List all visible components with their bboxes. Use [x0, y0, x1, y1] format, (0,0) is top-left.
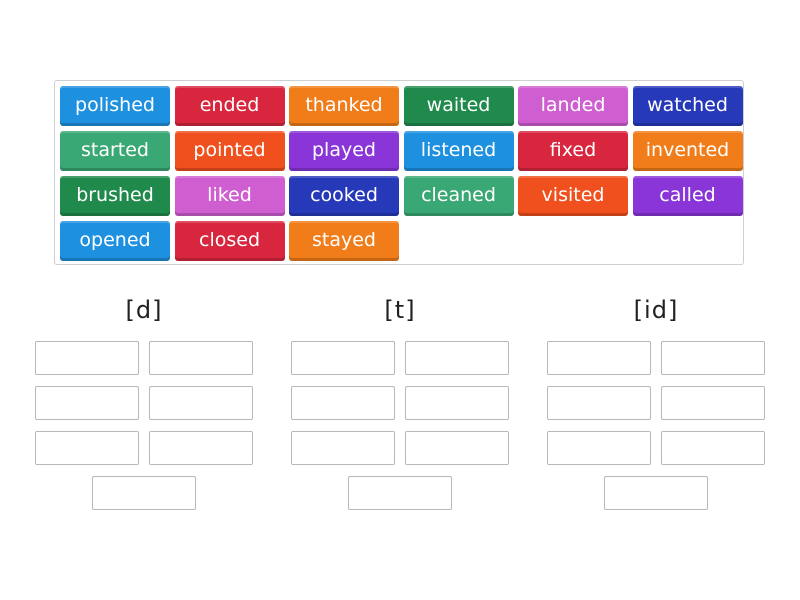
drop-slot[interactable]: [405, 341, 509, 375]
drop-slot[interactable]: [547, 341, 651, 375]
word-tile[interactable]: polished: [60, 86, 170, 126]
word-tile[interactable]: played: [289, 131, 399, 171]
word-tile[interactable]: cooked: [289, 176, 399, 216]
drop-slot[interactable]: [291, 431, 395, 465]
word-tile[interactable]: waited: [403, 86, 514, 126]
group-heading: [t]: [384, 296, 416, 324]
drop-slot[interactable]: [35, 431, 139, 465]
word-tile[interactable]: fixed: [518, 131, 628, 171]
word-tile[interactable]: visited: [518, 176, 628, 216]
drop-slot[interactable]: [348, 476, 452, 510]
drop-slot[interactable]: [661, 341, 765, 375]
word-tile[interactable]: brushed: [60, 176, 170, 216]
drop-slot[interactable]: [604, 476, 708, 510]
word-tile[interactable]: landed: [518, 86, 628, 126]
word-tile[interactable]: stayed: [289, 221, 399, 261]
word-tile[interactable]: cleaned: [403, 176, 514, 216]
group-heading: [id]: [633, 296, 679, 324]
word-tile[interactable]: closed: [174, 221, 285, 261]
drop-slot[interactable]: [35, 386, 139, 420]
drop-slot[interactable]: [405, 431, 509, 465]
drop-slot[interactable]: [661, 431, 765, 465]
word-tile[interactable]: liked: [174, 176, 285, 216]
drop-slot[interactable]: [92, 476, 196, 510]
drop-slot[interactable]: [149, 431, 253, 465]
word-tile[interactable]: called: [632, 176, 743, 216]
word-tile[interactable]: pointed: [174, 131, 285, 171]
drop-slot[interactable]: [291, 386, 395, 420]
drop-slot[interactable]: [35, 341, 139, 375]
word-tile[interactable]: watched: [632, 86, 743, 126]
word-tile[interactable]: started: [60, 131, 170, 171]
drop-slot[interactable]: [149, 341, 253, 375]
drop-slot[interactable]: [291, 341, 395, 375]
drop-slot[interactable]: [547, 431, 651, 465]
word-tile[interactable]: opened: [60, 221, 170, 261]
word-tile[interactable]: invented: [632, 131, 743, 171]
word-tile[interactable]: listened: [403, 131, 514, 171]
word-tile[interactable]: ended: [174, 86, 285, 126]
group-heading: [d]: [125, 296, 163, 324]
drop-slot[interactable]: [149, 386, 253, 420]
word-tile[interactable]: thanked: [289, 86, 399, 126]
drop-slot[interactable]: [661, 386, 765, 420]
drop-slot[interactable]: [405, 386, 509, 420]
drop-slot[interactable]: [547, 386, 651, 420]
